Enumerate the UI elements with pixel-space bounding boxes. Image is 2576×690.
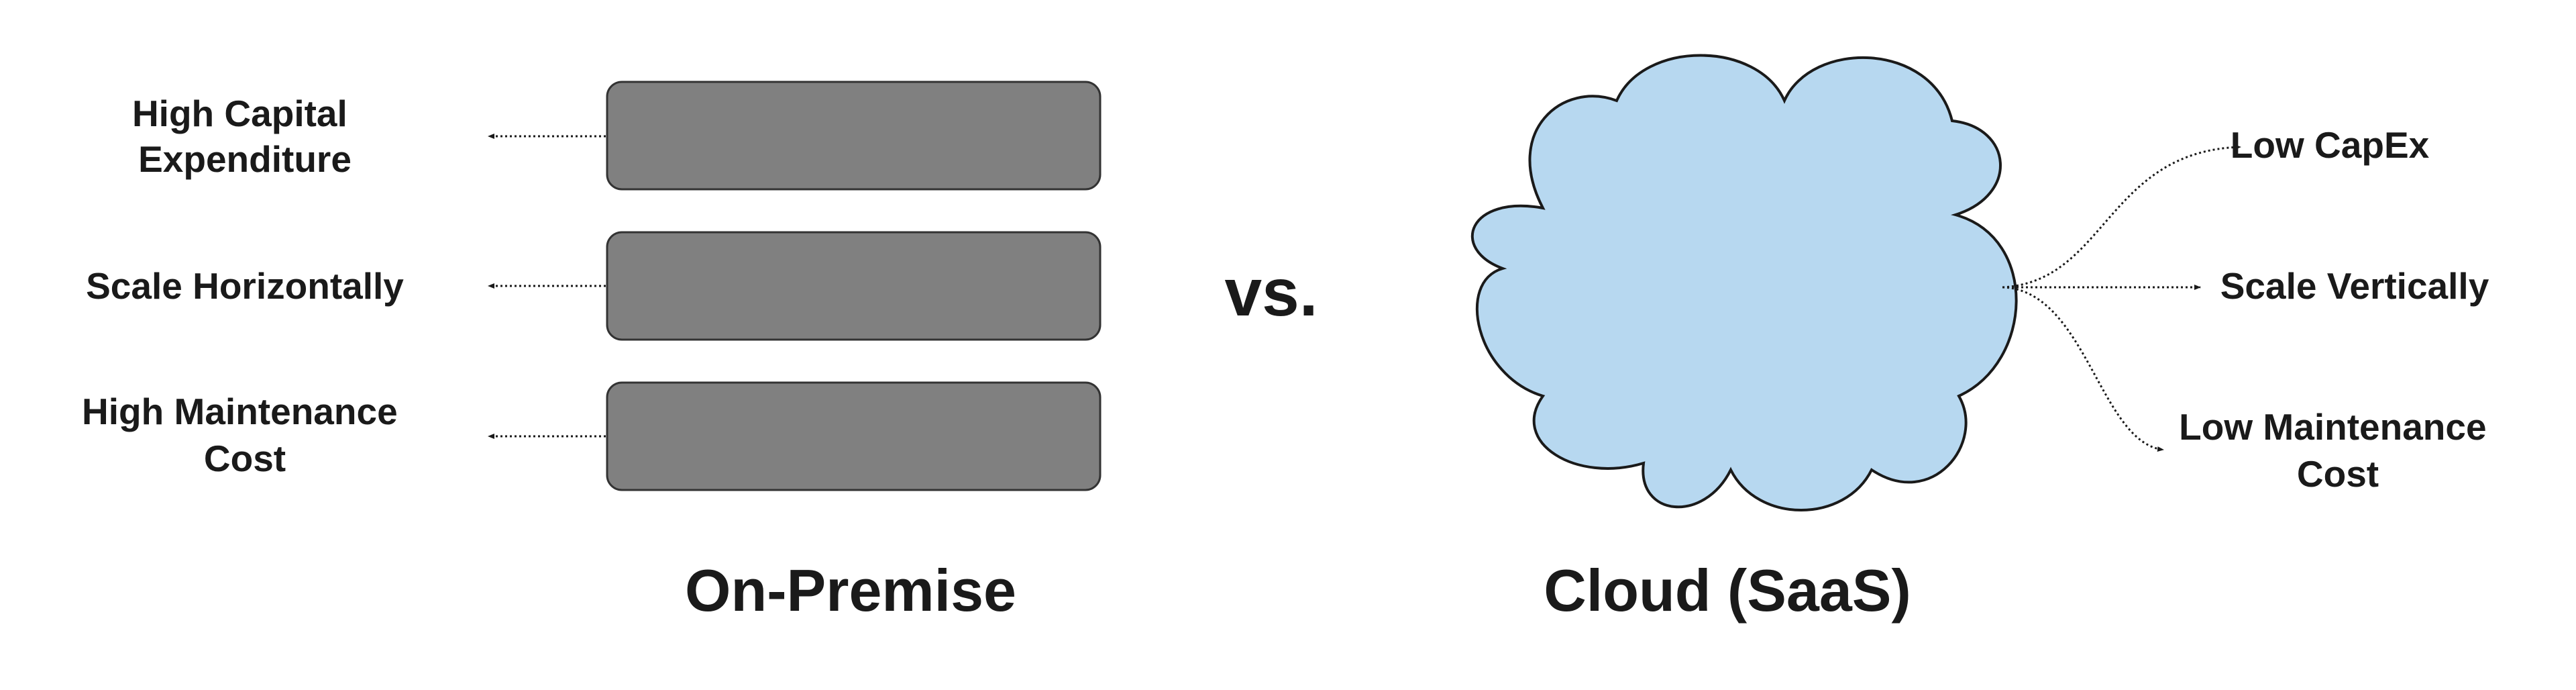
label-low-maintenance: Low Maintenance Cost	[2179, 406, 2497, 495]
on-premise-group: High Capital Expenditure Scale Horizonta…	[82, 81, 1102, 624]
server-block-3	[606, 381, 1102, 491]
label-low-capex: Low CapEx	[2231, 124, 2430, 166]
on-premise-title: On-Premise	[685, 557, 1016, 624]
cloud-group: Low CapEx Scale Vertically Low Maintenan…	[1471, 54, 2497, 624]
arrow-low-capex	[2002, 144, 2241, 289]
cloud-title: Cloud (SaaS)	[1544, 557, 1911, 624]
label-high-capex: High Capital Expenditure	[132, 93, 358, 180]
server-block-1	[606, 81, 1102, 191]
label-scale-vertically: Scale Vertically	[2220, 265, 2489, 307]
cloud-shape	[1471, 54, 2018, 511]
vs-separator: vs.	[1224, 255, 1318, 330]
server-block-2	[606, 231, 1102, 341]
label-scale-horizontally: Scale Horizontally	[86, 265, 404, 307]
arrow-low-maintenance	[2002, 286, 2164, 452]
label-high-maintenance: High Maintenance Cost	[82, 391, 408, 479]
